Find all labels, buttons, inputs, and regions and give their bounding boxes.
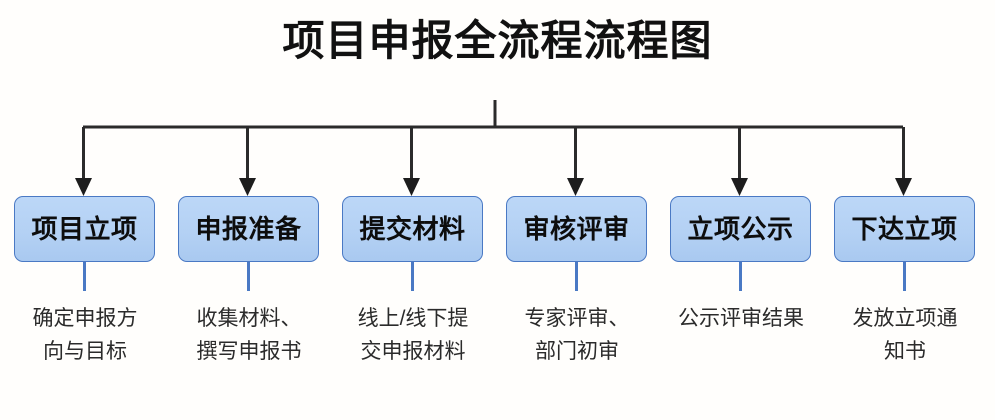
stage-caption-6-line-2: 知书 xyxy=(884,340,926,363)
page-title: 项目申报全流程流程图 xyxy=(282,17,713,64)
stage-caption-2-line-1: 收集材料、 xyxy=(196,307,302,330)
stage-label-4: 审核评审 xyxy=(523,214,630,244)
stage-caption-2: 收集材料、 撰写申报书 xyxy=(169,302,329,368)
arrowhead-6 xyxy=(895,178,912,196)
stage-caption-5: 公示评审结果 xyxy=(661,302,821,335)
stage-caption-1: 确定申报方 向与目标 xyxy=(5,302,165,368)
stage-caption-6: 发放立项通 知书 xyxy=(825,302,985,368)
arrowhead-3 xyxy=(403,178,420,196)
stage-label-5: 立项公示 xyxy=(687,214,794,244)
stage-node-5[interactable]: 立项公示 xyxy=(670,196,811,262)
stage-caption-3: 线上/线下提 交申报材料 xyxy=(333,302,493,368)
arrowhead-4 xyxy=(567,178,584,196)
stage-label-2: 申报准备 xyxy=(195,214,302,244)
stage-label-1: 项目立项 xyxy=(31,214,138,244)
arrowhead-5 xyxy=(731,178,748,196)
arrowheads xyxy=(75,178,912,196)
stage-node-4[interactable]: 审核评审 xyxy=(506,196,647,262)
stage-caption-3-line-2: 交申报材料 xyxy=(360,340,466,363)
stage-caption-1-line-2: 向与目标 xyxy=(43,340,127,363)
stage-node-6[interactable]: 下达立项 xyxy=(834,196,975,262)
stage-node-1[interactable]: 项目立项 xyxy=(14,196,155,262)
stage-caption-3-line-1: 线上/线下提 xyxy=(357,307,469,330)
stage-caption-1-line-1: 确定申报方 xyxy=(32,307,138,330)
arrowhead-1 xyxy=(75,178,92,196)
stage-label-3: 提交材料 xyxy=(359,214,466,244)
stage-caption-4-line-1: 专家评审、 xyxy=(524,307,630,330)
stage-caption-5-line-1: 公示评审结果 xyxy=(678,307,804,330)
stage-node-3[interactable]: 提交材料 xyxy=(342,196,483,262)
stage-caption-4: 专家评审、 部门初审 xyxy=(497,302,657,368)
stage-caption-6-line-1: 发放立项通 xyxy=(852,307,958,330)
arrowhead-2 xyxy=(239,178,256,196)
stage-caption-2-line-2: 撰写申报书 xyxy=(196,340,302,363)
stage-caption-4-line-2: 部门初审 xyxy=(535,340,619,363)
stage-node-2[interactable]: 申报准备 xyxy=(178,196,319,262)
stage-label-6: 下达立项 xyxy=(851,214,958,244)
